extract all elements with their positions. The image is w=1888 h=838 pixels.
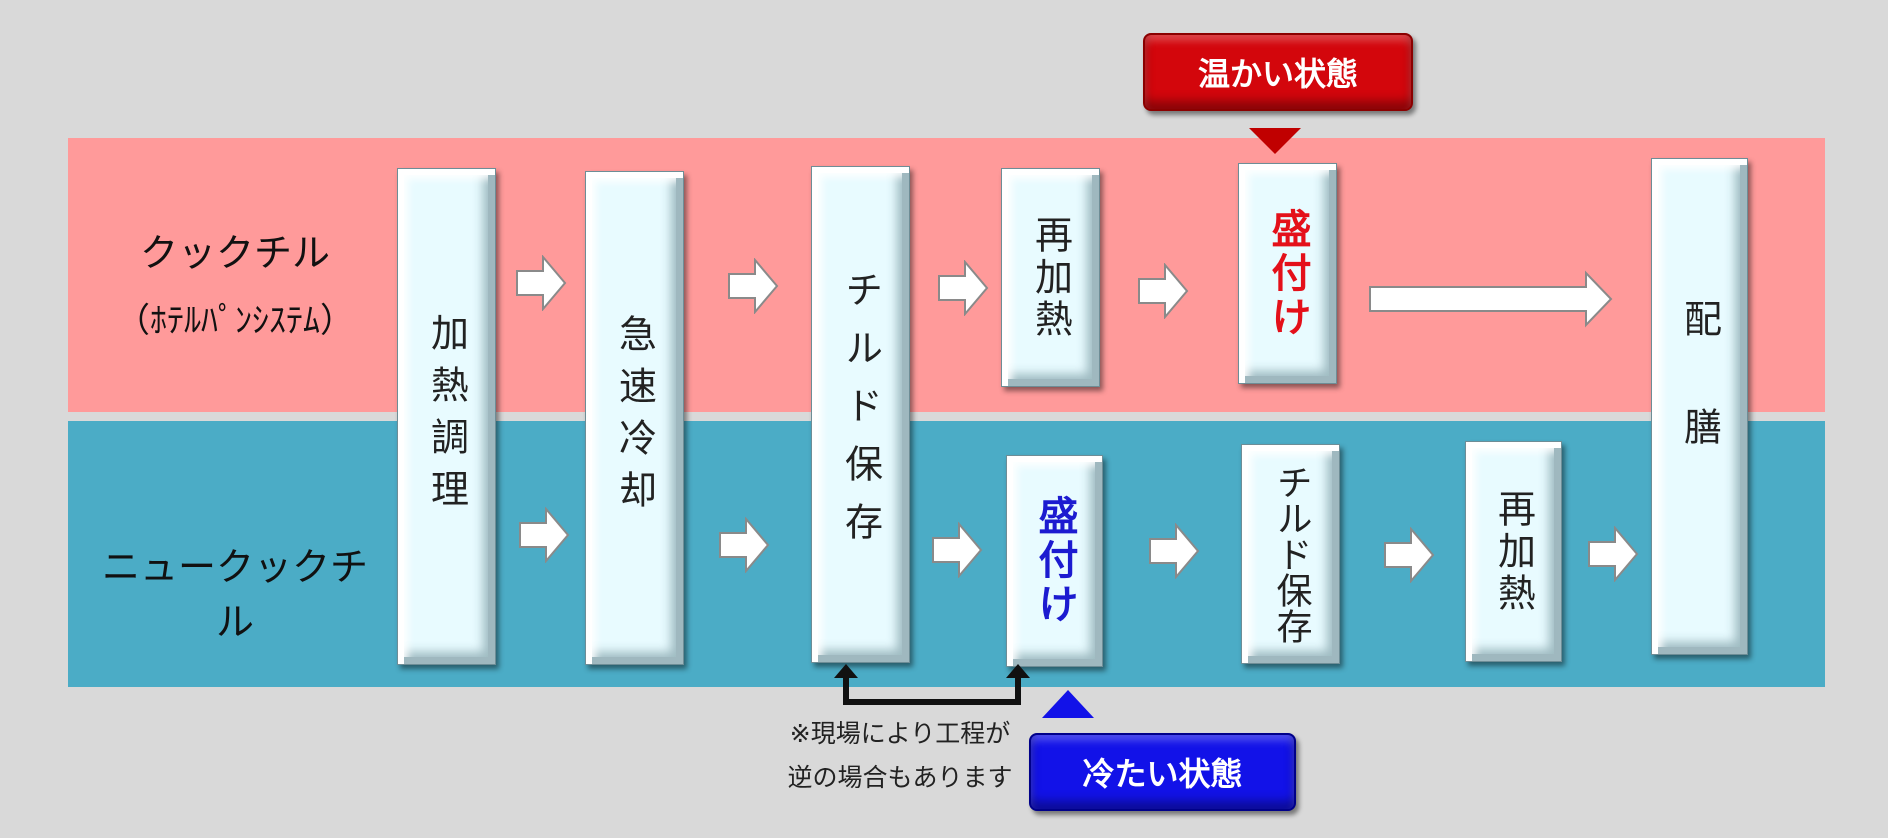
- top-plating-box: 盛付け: [1238, 163, 1337, 384]
- serve-box: 配膳: [1651, 158, 1748, 655]
- long-arrow-right-icon: [1369, 270, 1613, 328]
- arrow-right-icon: [1138, 263, 1189, 319]
- heat-cook-text: 加熱調理: [424, 312, 469, 521]
- up-pointer-icon: [1042, 690, 1094, 718]
- arrow-right-icon: [1149, 523, 1200, 579]
- bottom-chilled-store-box: チルド保存: [1241, 444, 1340, 664]
- top-plating-text: 盛付け: [1264, 207, 1311, 340]
- cold-state-text: 冷たい状態: [1082, 755, 1243, 793]
- bottom-plating-box: 盛付け: [1006, 455, 1103, 667]
- note-line2: 逆の場合もあります: [787, 763, 1013, 792]
- arrow-right-icon: [1384, 527, 1435, 583]
- swap-bracket-arrow-icon: [834, 664, 1030, 705]
- new-cook-chill-label: ニュークックチル: [101, 545, 368, 644]
- bottom-plating-text: 盛付け: [1031, 495, 1078, 627]
- arrow-right-icon: [1588, 526, 1639, 582]
- top-reheat-box: 再加熱: [1001, 168, 1100, 387]
- cook-chill-label: クックチル: [139, 231, 330, 275]
- arrow-right-icon: [932, 522, 983, 578]
- arrow-right-icon: [938, 260, 989, 316]
- down-pointer-icon: [1249, 128, 1301, 154]
- arrow-right-icon: [519, 507, 570, 563]
- chilled-store-box: チルド保存: [811, 166, 910, 663]
- cold-state-badge: 冷たい状態: [1029, 733, 1296, 811]
- heat-cook-box: 加熱調理: [397, 168, 496, 665]
- arrow-right-icon: [719, 517, 770, 573]
- top-reheat-text: 再加熱: [1028, 214, 1073, 341]
- rapid-cool-text: 急速冷却: [612, 314, 657, 522]
- arrow-right-icon: [516, 255, 567, 311]
- bottom-chilled-store-text: チルド保存: [1270, 464, 1312, 644]
- rapid-cool-box: 急速冷却: [585, 171, 684, 665]
- serve-text: 配膳: [1677, 298, 1722, 515]
- process-order-note: ※現場により工程が 逆の場合もあります: [770, 712, 1030, 800]
- bottom-reheat-text: 再加熱: [1491, 488, 1536, 615]
- note-line1: ※現場により工程が: [789, 719, 1011, 748]
- chilled-store-text: チルド保存: [838, 269, 883, 560]
- warm-state-badge: 温かい状態: [1143, 33, 1413, 111]
- bottom-reheat-box: 再加熱: [1465, 441, 1562, 662]
- warm-state-text: 温かい状態: [1197, 55, 1358, 93]
- arrow-right-icon: [728, 258, 779, 314]
- hotel-pan-system-label: （ﾎﾃﾙﾊﾟﾝｼｽﾃﾑ）: [116, 301, 354, 341]
